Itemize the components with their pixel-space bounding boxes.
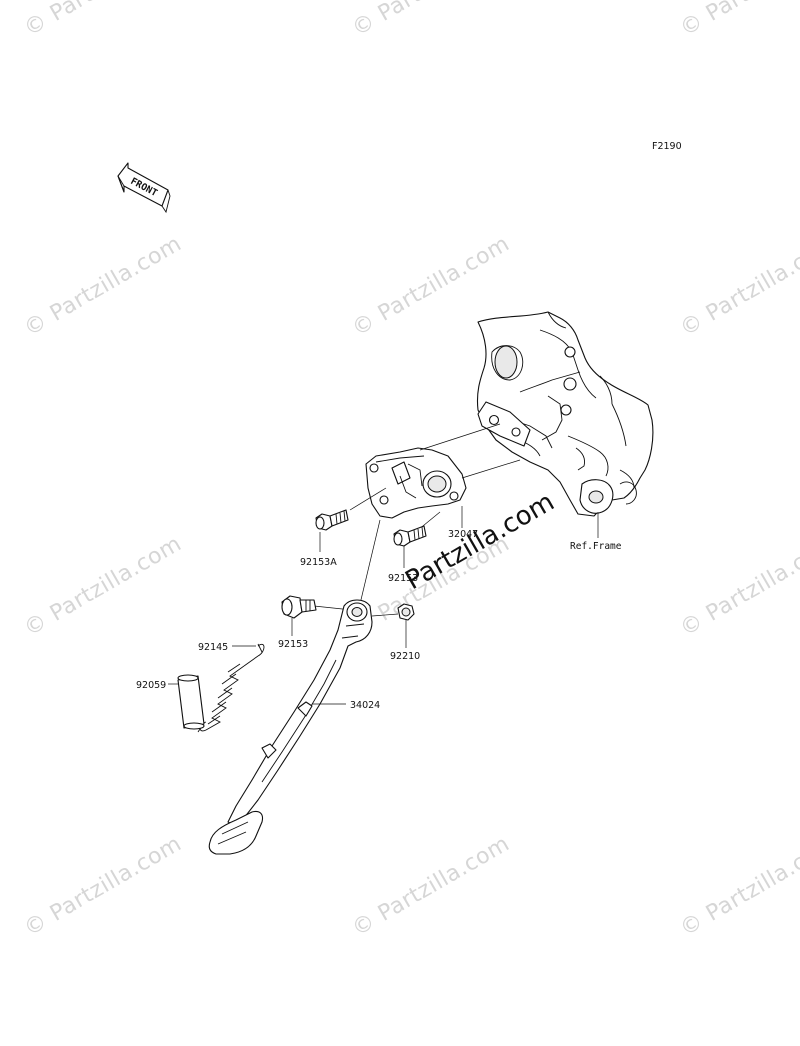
label-32047: 32047 — [448, 529, 478, 540]
part-92210-nut — [397, 603, 415, 621]
frame-reference — [476, 311, 654, 517]
label-34024: 34024 — [350, 700, 380, 711]
label-92153-upper: 92153 — [388, 573, 418, 584]
label-ref-frame: Ref.Frame — [570, 541, 622, 552]
label-92059: 92059 — [136, 680, 166, 691]
part-92153A-bolt — [315, 509, 349, 531]
part-92059-spacer — [177, 674, 205, 730]
label-92153: 92153 — [278, 639, 308, 650]
label-92153A: 92153A — [300, 557, 337, 568]
diagram-code: F2190 — [652, 141, 682, 152]
part-32047-bracket — [365, 447, 467, 519]
front-arrow-icon: FRONT — [117, 162, 171, 214]
label-92210: 92210 — [390, 651, 420, 662]
part-92153-upper-bolt — [393, 525, 427, 547]
part-34024-side-stand — [208, 599, 373, 855]
label-92145: 92145 — [198, 642, 228, 653]
part-92153-pivot-bolt — [281, 595, 317, 619]
leader-lines — [168, 506, 599, 705]
part-92145-spring — [197, 643, 265, 733]
